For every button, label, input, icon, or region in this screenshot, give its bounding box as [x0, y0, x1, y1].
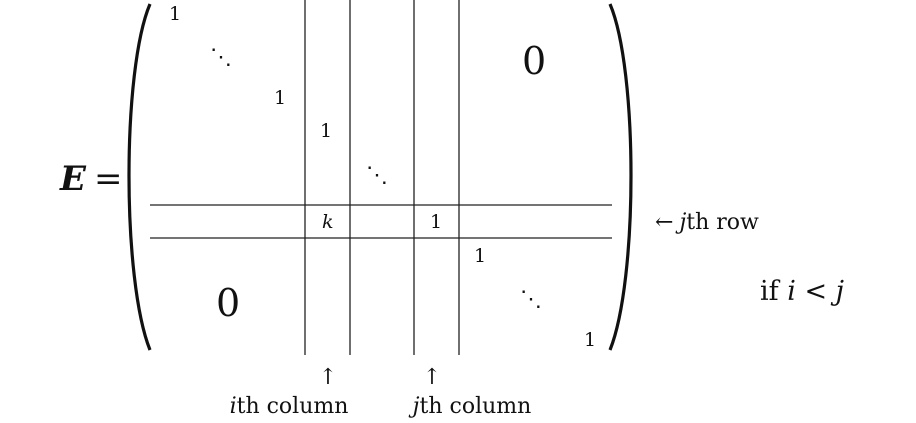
condition-a: i: [787, 276, 796, 307]
col-j-label-text: th column: [420, 394, 532, 419]
entry-k: k: [322, 211, 334, 233]
entry-one-bottom: 1: [584, 329, 596, 351]
entry-one-row-j: 1: [430, 211, 442, 233]
entry-one-mid-upper: 1: [274, 87, 286, 109]
col-j-arrow: ↑: [423, 365, 441, 390]
row-arrow-glyph: ←: [655, 210, 673, 235]
ddots-lower: ⋱: [520, 287, 542, 312]
col-i-label-text: th column: [237, 394, 349, 419]
ddots-middle: ⋱: [366, 163, 388, 188]
row-label-var: j: [674, 210, 686, 235]
row-label-text: th row: [686, 210, 759, 235]
zero-lower-left: 0: [216, 281, 240, 325]
entry-one-col-i: 1: [320, 120, 332, 142]
left-parenthesis: [127, 3, 152, 351]
ddots-upper: ⋱: [210, 45, 232, 70]
col-j-label-var: j: [408, 394, 420, 419]
condition-prefix: if: [760, 276, 787, 307]
row-annotation: ←jth row: [655, 210, 759, 235]
matrix-symbol: E: [59, 159, 87, 199]
col-i-arrow: ↑: [319, 365, 337, 390]
equals-sign: =: [94, 159, 123, 199]
col-i-label-var: i: [230, 394, 237, 419]
entry-one-top: 1: [169, 3, 181, 25]
condition-op: <: [796, 276, 836, 307]
right-parenthesis: [608, 3, 633, 351]
condition-label: if i < j: [760, 276, 844, 307]
col-i-label: ith column: [230, 394, 349, 419]
entry-one-after: 1: [474, 245, 486, 267]
zero-upper-right: 0: [522, 39, 546, 83]
col-j-label: jth column: [408, 394, 532, 419]
